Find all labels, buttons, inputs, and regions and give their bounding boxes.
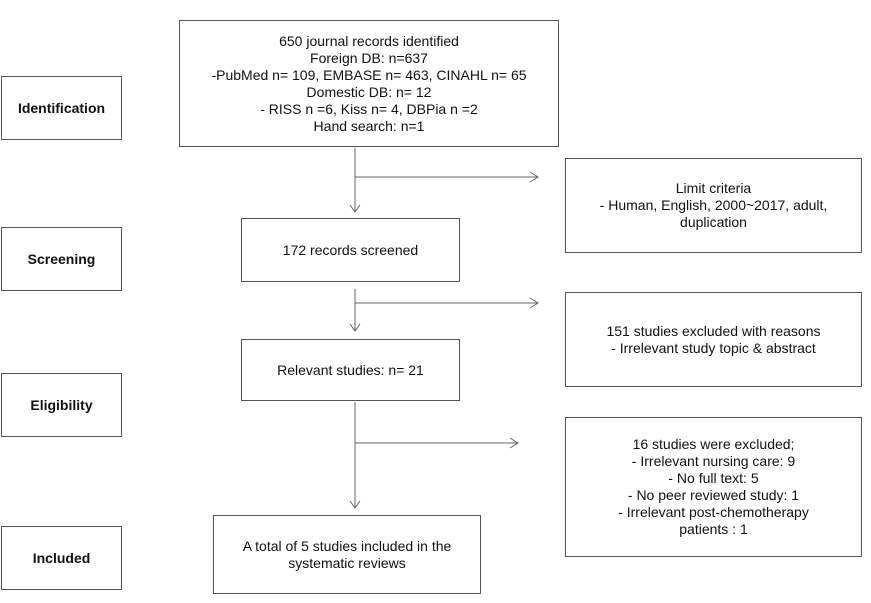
limit-line: Limit criteria [675,180,752,196]
stage-eligibility: Eligibility [1,373,122,437]
screened-records-box: 172 records screened [241,218,460,282]
included-studies-box: A total of 5 studies included in the sys… [213,515,481,594]
relevant-studies-box: Relevant studies: n= 21 [241,339,460,401]
identified-line: Domestic DB: n= 12 [306,83,432,100]
identified-line: - RISS n =6, Kiss n= 4, DBPia n =2 [260,100,478,117]
screening-exclusion-line: 151 studies excluded with reasons [606,322,821,339]
stage-eligibility-label: Eligibility [30,396,93,413]
stage-included-label: Included [32,549,91,566]
limit-criteria-box: Limit criteria - Human, English, 2000~20… [565,158,862,253]
limit-line: duplication [680,214,747,230]
relevant-line: Relevant studies: n= 21 [277,361,424,378]
identified-line: Foreign DB: n=637 [310,49,428,66]
included-line: A total of 5 studies included in the [242,537,452,554]
screened-line: 172 records screened [282,241,419,258]
eligibility-exclusion-line: - Irrelevant nursing care: 9 [631,453,796,469]
eligibility-exclusion-line: patients : 1 [679,521,748,537]
screening-exclusion-line: - Irrelevant study topic & abstract [611,339,816,356]
stage-included: Included [1,526,122,590]
eligibility-exclusion-line: - Irrelevant post-chemotherapy [618,504,809,520]
eligibility-exclusion-line: 16 studies were excluded; [632,436,795,452]
arrowhead-right-screening [529,297,539,309]
screening-exclusion-box: 151 studies excluded with reasons - Irre… [565,292,862,387]
arrowhead-down-identification [349,204,361,213]
stage-identification-label: Identification [17,99,106,116]
eligibility-exclusion-line: - No full text: 5 [668,470,759,486]
eligibility-exclusion-line: - No peer reviewed study: 1 [627,487,800,503]
included-line: systematic reviews [288,554,406,571]
arrowhead-right-limit [529,171,539,183]
stage-screening-label: Screening [27,250,96,267]
limit-line: - Human, English, 2000~2017, adult, [599,197,828,213]
identified-line: -PubMed n= 109, EMBASE n= 463, CINAHL n=… [211,66,527,83]
identified-records-box: 650 journal records identified Foreign D… [179,20,559,147]
arrowhead-down-eligibility [349,500,361,509]
stage-identification: Identification [1,76,122,140]
identified-line: 650 journal records identified [279,32,459,49]
stage-screening: Screening [1,227,122,291]
identified-line: Hand search: n=1 [313,117,425,134]
arrowhead-down-screening [349,323,361,332]
arrowhead-right-eligibility [509,437,519,449]
eligibility-exclusion-box: 16 studies were excluded; - Irrelevant n… [565,417,862,557]
